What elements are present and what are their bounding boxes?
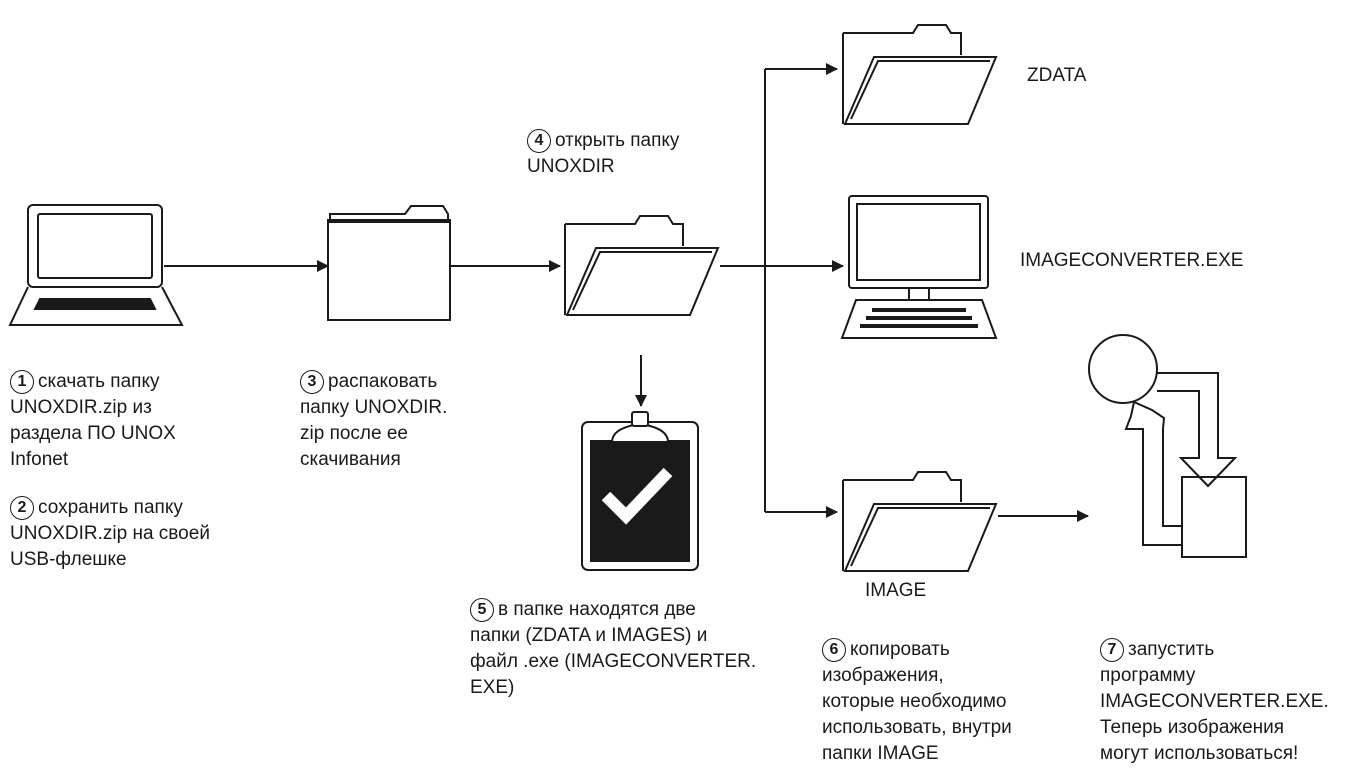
flow-connectors — [164, 63, 1089, 522]
zip-folder-icon — [327, 205, 451, 321]
desktop-computer-icon — [840, 195, 998, 339]
unoxdir-folder-icon — [564, 215, 720, 316]
step-1-number: 1 — [10, 370, 34, 394]
clipboard-check-icon — [581, 411, 699, 571]
image-label: IMAGE — [865, 580, 927, 601]
step-2-number: 2 — [10, 496, 34, 520]
step-6-number: 6 — [822, 638, 846, 662]
imageconverter-label: IMAGECONVERTER.EXE — [1020, 250, 1244, 271]
image-folder-icon — [842, 471, 998, 572]
process-cycle-icon — [1088, 334, 1247, 558]
zdata-folder-icon — [842, 24, 998, 125]
step-3-number: 3 — [300, 370, 324, 394]
step-5-number: 5 — [470, 598, 494, 622]
zdata-label: ZDATA — [1027, 65, 1087, 86]
step-7-number: 7 — [1100, 638, 1124, 662]
step-4-number: 4 — [527, 129, 551, 153]
laptop-icon — [8, 204, 184, 326]
